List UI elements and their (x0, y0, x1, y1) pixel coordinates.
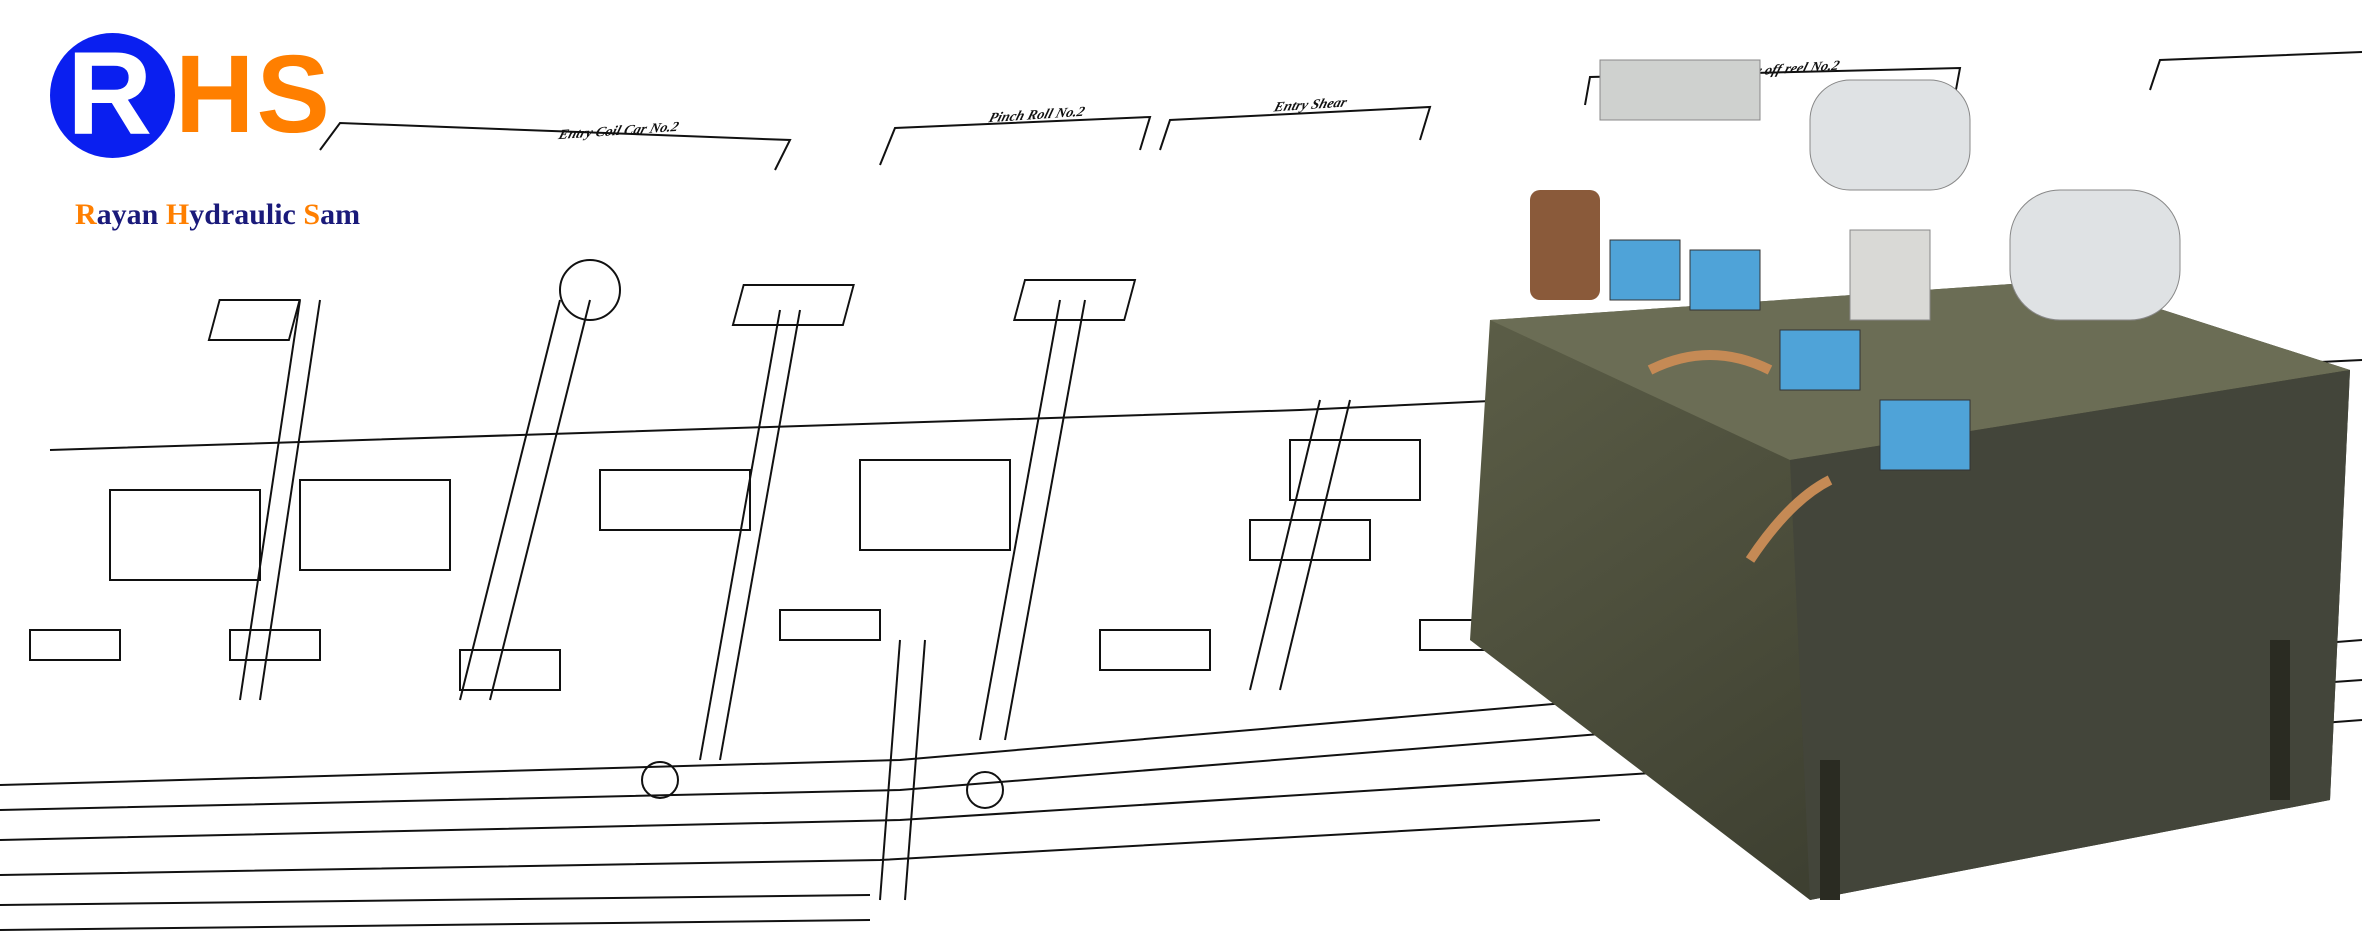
tagline-word: am (320, 198, 361, 231)
logo-letters-hs: HS (175, 33, 332, 156)
logo-letter-r: R (67, 28, 153, 160)
rhs-logo: R HS Rayan Hydraulic Sam (45, 28, 405, 231)
tagline-word: ydraulic (189, 198, 304, 231)
tagline-initial: S (303, 198, 321, 231)
logo-circle (50, 33, 175, 158)
tagline-initial: R (75, 198, 97, 231)
hydraulic-power-unit-image (1470, 59, 2350, 900)
tagline-initial: H (165, 198, 190, 231)
tagline-word: ayan (96, 198, 166, 231)
company-name: Rayan Hydraulic Sam (75, 198, 360, 232)
